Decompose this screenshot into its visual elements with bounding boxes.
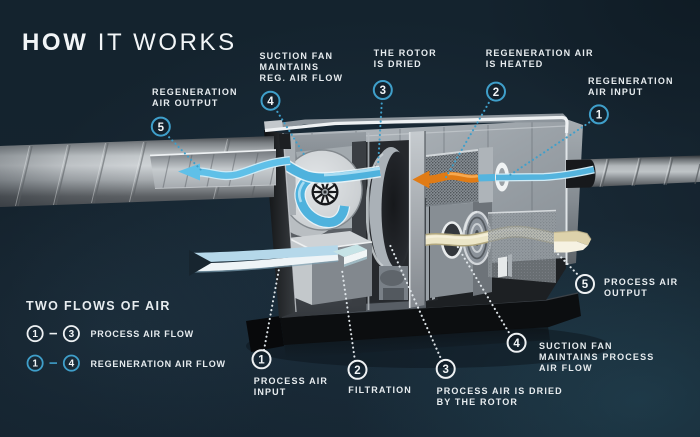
svg-text:1: 1 [32, 329, 38, 340]
svg-text:4: 4 [267, 96, 274, 108]
svg-text:3: 3 [442, 364, 448, 376]
svg-text:3: 3 [69, 329, 75, 340]
svg-text:4: 4 [69, 359, 75, 370]
svg-text:4: 4 [513, 338, 520, 350]
svg-text:2: 2 [354, 365, 360, 377]
svg-text:1: 1 [32, 359, 38, 370]
svg-text:5: 5 [158, 122, 165, 134]
svg-text:1: 1 [258, 355, 265, 367]
svg-text:3: 3 [380, 85, 386, 97]
svg-text:2: 2 [493, 87, 499, 99]
svg-text:1: 1 [596, 110, 603, 122]
svg-text:5: 5 [582, 279, 589, 291]
